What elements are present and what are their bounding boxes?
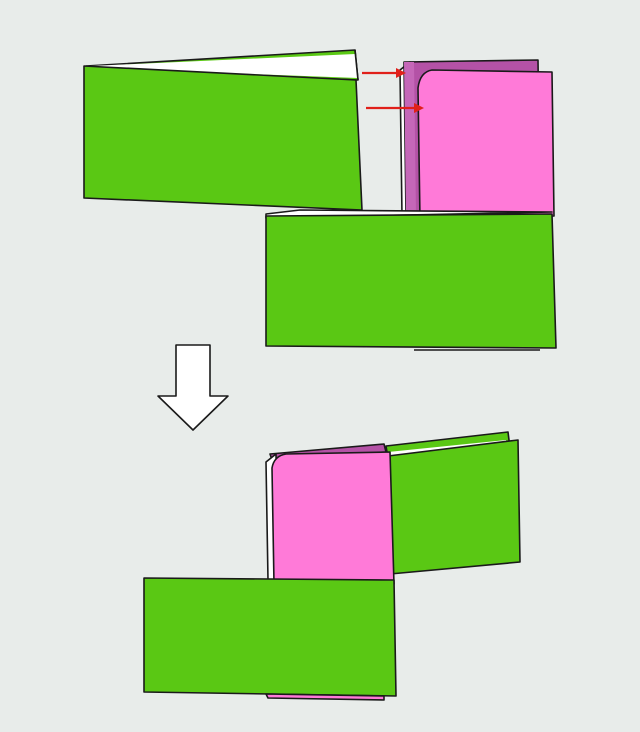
left-green-flap [83,49,363,211]
band-front [265,213,557,349]
left-green-band [143,577,397,701]
step-arrow [157,344,229,431]
bottom-green-band [265,209,557,351]
right-arrow-icon [414,103,424,113]
right-band-front [387,439,521,575]
left-flap-edge-line [354,49,359,81]
left-flap-white-edge [90,54,358,78]
right-green-band [385,431,521,575]
fold-arrows [362,68,424,113]
pink-panel-shape [417,69,555,221]
down-arrow-icon [157,344,229,431]
left-band-bottom-pink [265,693,385,701]
fold-arrow-upper [362,68,406,78]
pink-panel-after-shape [271,451,395,585]
left-flap-front [83,65,363,211]
pink-panel-after [265,451,395,585]
left-band-front [143,577,397,697]
step-after [143,431,521,701]
pink-panel [417,69,555,221]
step-before [83,49,557,351]
right-arrow-icon [396,68,406,78]
purple-panel-shade [404,62,416,216]
fold-arrow-lower [366,103,424,113]
